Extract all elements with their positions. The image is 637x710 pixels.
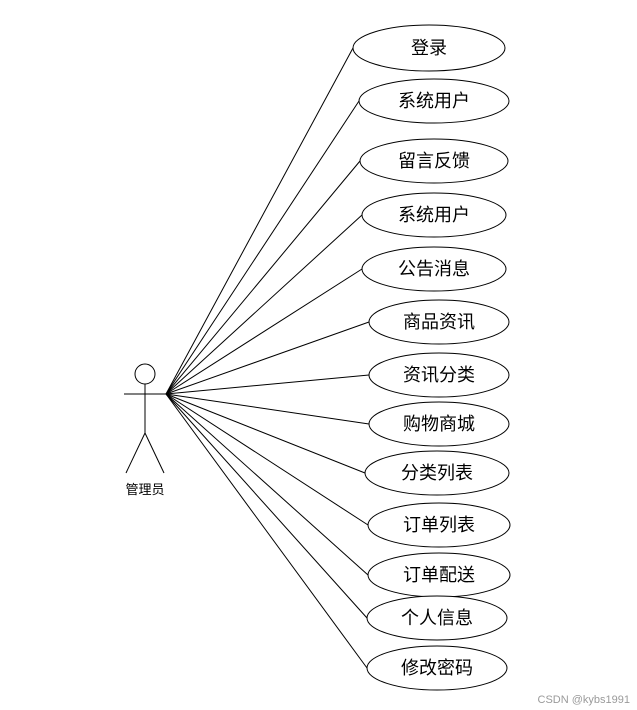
use-case: 个人信息 xyxy=(366,595,508,641)
use-case-label: 修改密码 xyxy=(401,658,473,679)
use-case-label: 订单配送 xyxy=(403,565,475,586)
association-line xyxy=(165,321,370,395)
use-case: 登录 xyxy=(352,24,506,72)
actor-left-leg xyxy=(125,432,146,474)
association-line xyxy=(165,100,360,395)
use-case: 订单列表 xyxy=(367,502,511,548)
association-lines xyxy=(165,47,370,669)
association-line xyxy=(165,393,370,425)
use-case-label: 分类列表 xyxy=(401,463,473,484)
actor-head xyxy=(134,363,156,385)
association-line xyxy=(165,268,363,395)
use-case-list: 登录系统用户留言反馈系统用户公告消息商品资讯资讯分类购物商城分类列表订单列表订单… xyxy=(352,24,511,691)
use-case: 系统用户 xyxy=(358,78,510,124)
use-case: 资讯分类 xyxy=(368,352,510,398)
use-case: 留言反馈 xyxy=(359,138,509,184)
use-case: 公告消息 xyxy=(361,246,507,292)
use-case-ellipse xyxy=(359,138,509,184)
use-case-ellipse xyxy=(361,246,507,292)
use-case-label: 登录 xyxy=(411,38,447,59)
use-case-ellipse xyxy=(368,352,510,398)
actor-figure: 管理员 xyxy=(124,363,166,498)
use-case: 修改密码 xyxy=(366,645,508,691)
use-case: 分类列表 xyxy=(364,450,510,496)
use-case-ellipse xyxy=(368,299,510,345)
use-case: 购物商城 xyxy=(368,401,510,447)
association-line xyxy=(165,47,354,395)
use-case-label: 系统用户 xyxy=(398,205,470,226)
association-line xyxy=(165,214,363,395)
use-case-ellipse xyxy=(352,24,506,72)
association-line xyxy=(165,160,361,395)
use-case: 商品资讯 xyxy=(368,299,510,345)
association-line xyxy=(165,393,366,474)
use-case-label: 留言反馈 xyxy=(398,151,470,172)
use-case-label: 购物商城 xyxy=(403,414,475,435)
use-case-ellipse xyxy=(361,192,507,238)
actor-label: 管理员 xyxy=(125,483,164,498)
use-case-label: 个人信息 xyxy=(401,608,473,629)
actor-right-leg xyxy=(144,432,165,474)
watermark: CSDN @kybs1991 xyxy=(538,694,630,706)
use-case-ellipse xyxy=(367,502,511,548)
use-case: 系统用户 xyxy=(361,192,507,238)
use-case-label: 资讯分类 xyxy=(403,365,475,386)
use-case-label: 系统用户 xyxy=(398,91,470,112)
association-line xyxy=(165,374,370,395)
use-case-label: 订单列表 xyxy=(403,515,475,536)
use-case: 订单配送 xyxy=(367,552,511,598)
use-case-ellipse xyxy=(368,401,510,447)
use-case-ellipse xyxy=(364,450,510,496)
use-case-label: 公告消息 xyxy=(398,259,470,280)
use-case-label: 商品资讯 xyxy=(403,312,475,333)
use-case-ellipse xyxy=(366,645,508,691)
association-line xyxy=(165,393,369,576)
association-line xyxy=(165,393,368,619)
use-case-ellipse xyxy=(366,595,508,641)
association-line xyxy=(165,393,369,526)
use-case-ellipse xyxy=(358,78,510,124)
association-line xyxy=(165,393,368,669)
